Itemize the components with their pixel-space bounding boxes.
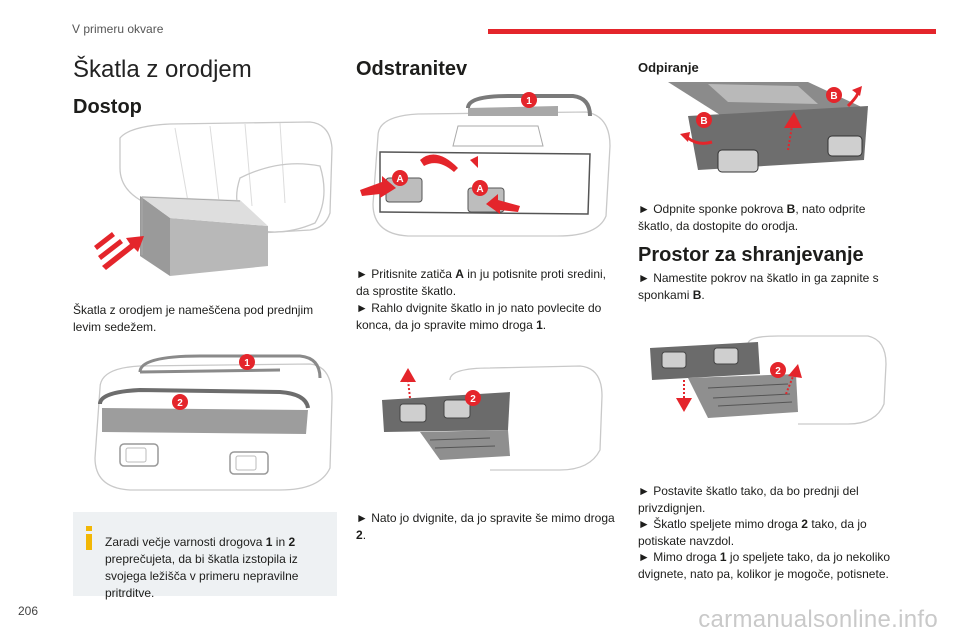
marker-1-removal: 1 <box>526 96 532 107</box>
marker-2-stow: 2 <box>775 366 781 377</box>
page-number: 206 <box>18 604 39 618</box>
seat-figure <box>94 121 333 276</box>
info-text: Zaradi večje varnosti drogova 1 in 2 pre… <box>105 535 299 600</box>
watermark: carmanualsonline.info <box>698 606 938 633</box>
marker-b-right: B <box>830 91 837 102</box>
step-fit-lid: ► Namestite pokrov na škatlo in ga zapni… <box>638 271 879 302</box>
step-press-latches: ► Pritisnite zatiča A in ju potisnite pr… <box>356 267 606 298</box>
step-open-clips: ► Odpnite sponke pokrova B, nato odprite… <box>638 202 866 233</box>
stow-box-figure: 2 <box>650 335 887 425</box>
release-latches-figure: A A 1 <box>360 92 611 237</box>
heading-odstranitev: Odstranitev <box>356 58 468 80</box>
toolbox-bars-figure: 1 2 <box>94 354 333 491</box>
step-push-past-bar-1: ► Mimo droga 1 jo speljete tako, da jo n… <box>638 550 891 581</box>
heading-storage: Prostor za shranjevanje <box>638 244 864 266</box>
marker-b-left: B <box>700 116 707 127</box>
heading-dostop: Dostop <box>73 96 142 118</box>
step-push-past-bar-2: ► Škatlo speljete mimo droga 2 tako, da … <box>638 517 867 548</box>
step-pull-past-bar-1: ► Rahlo dvignite škatlo in jo nato povle… <box>356 301 602 332</box>
step-raise-front: ► Postavite škatlo tako, da bo prednji d… <box>638 484 859 515</box>
marker-a-left: A <box>396 174 403 185</box>
step-lift-past-bar-2: ► Nato jo dvignite, da jo spravite še mi… <box>356 511 615 542</box>
open-lid-figure: B B <box>668 82 868 173</box>
info-icon <box>86 526 92 550</box>
page-title: Škatla z orodjem <box>73 56 252 83</box>
marker-2: 2 <box>177 398 183 409</box>
heading-odpiranje: Odpiranje <box>638 60 699 75</box>
header-accent-bar <box>488 29 936 34</box>
marker-2-lift: 2 <box>470 394 476 405</box>
running-header: V primeru okvare <box>72 22 164 36</box>
box-location-text: Škatla z orodjem je nameščena pod prednj… <box>73 303 314 334</box>
info-box: Zaradi večje varnosti drogova 1 in 2 pre… <box>73 512 337 600</box>
marker-1: 1 <box>244 358 250 369</box>
lift-past-bar-2-figure: 2 <box>382 365 603 471</box>
marker-a-right: A <box>476 184 483 195</box>
